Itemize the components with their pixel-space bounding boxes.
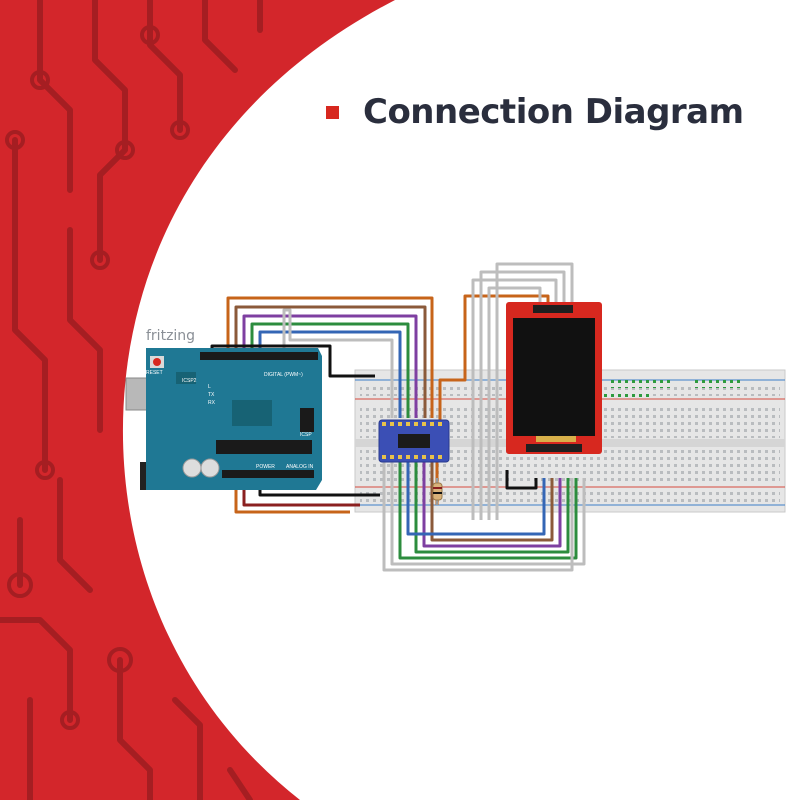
analog-label: ANALOG IN	[286, 464, 314, 470]
red-circuit-background	[0, 0, 395, 800]
power-label: POWER	[256, 464, 275, 470]
title-bullet	[326, 105, 339, 119]
tx-label: TX	[208, 392, 215, 398]
rx-label: RX	[208, 400, 215, 406]
digital-label: DIGITAL (PWM~)	[264, 372, 303, 378]
icsp2-label: ICSP2	[182, 378, 197, 384]
fritzing-watermark: fritzing	[146, 328, 196, 344]
arduino-uno-board	[125, 348, 322, 490]
title-row: Connection Diagram	[326, 92, 744, 132]
logic-level-converter	[378, 419, 450, 463]
tft-lcd-display	[506, 302, 602, 454]
icsp-label: ICSP	[300, 432, 312, 438]
resistor	[432, 478, 443, 505]
page-title: Connection Diagram	[363, 92, 744, 132]
l-label: L	[208, 384, 211, 390]
reset-label: RESET	[146, 370, 163, 376]
jumper-wires	[210, 262, 586, 572]
